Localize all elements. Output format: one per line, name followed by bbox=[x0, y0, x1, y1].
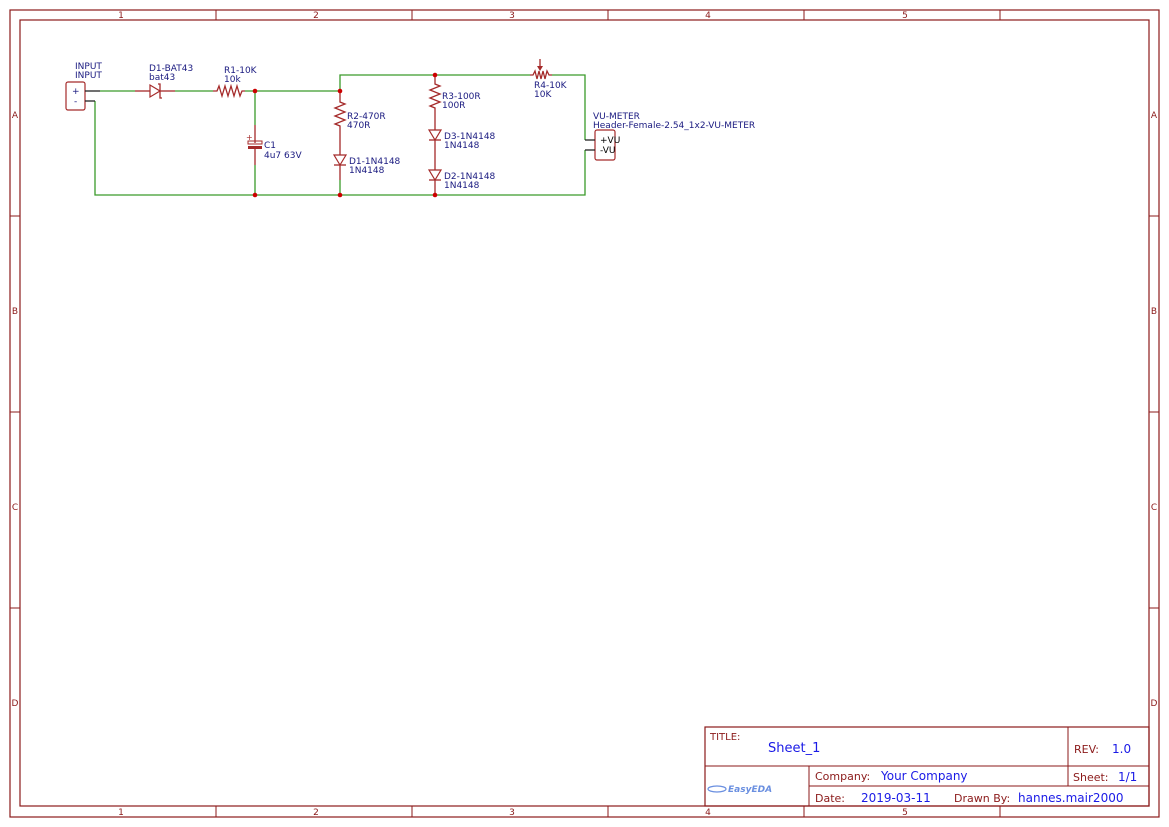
pin-minus: - bbox=[74, 97, 77, 107]
r4-value: 10K bbox=[534, 90, 552, 100]
column-label: 1 bbox=[118, 11, 124, 21]
drawn-by-value: hannes.mair2000 bbox=[1018, 791, 1123, 805]
vu-value: Header-Female-2.54_1x2-VU-METER bbox=[593, 121, 755, 131]
row-label: A bbox=[1151, 111, 1158, 121]
potentiometer-r4[interactable]: R4-10K 10K bbox=[530, 59, 568, 100]
resistor-r3[interactable]: R3-100R 100R bbox=[428, 75, 481, 130]
r1-value: 10k bbox=[224, 75, 241, 85]
diode-d2[interactable]: D2-1N4148 1N4148 bbox=[427, 169, 496, 195]
d2-value: 1N4148 bbox=[444, 181, 480, 191]
r3-name: R3-100R bbox=[442, 92, 481, 102]
title-block: TITLE: Sheet_1 REV: 1.0 Company: Your Co… bbox=[704, 726, 1150, 807]
pin-plus-vu: +VU bbox=[600, 136, 620, 146]
diode-d3[interactable]: D3-1N4148 1N4148 bbox=[427, 129, 496, 170]
rev-label: REV: bbox=[1074, 743, 1099, 756]
column-label: 2 bbox=[313, 808, 319, 818]
r4-name: R4-10K bbox=[534, 81, 568, 91]
d1-bat43-value: bat43 bbox=[149, 73, 175, 83]
column-label: 5 bbox=[902, 11, 908, 21]
r1-name: R1-10K bbox=[224, 66, 258, 76]
company-value: Your Company bbox=[880, 769, 968, 783]
c1-polarity: + bbox=[246, 133, 253, 142]
r2-value: 470R bbox=[347, 121, 370, 131]
d1-1n4148-name: D1-1N4148 bbox=[349, 157, 401, 167]
rev-value: 1.0 bbox=[1112, 742, 1131, 756]
diode-d1-bat43[interactable]: D1-BAT43 bat43 bbox=[135, 64, 193, 99]
date-value: 2019-03-11 bbox=[861, 791, 931, 805]
resistor-r2[interactable]: R2-470R 470R bbox=[333, 91, 386, 155]
pin-plus: + bbox=[72, 87, 80, 97]
drawn-by-label: Drawn By: bbox=[954, 792, 1010, 805]
column-label: 4 bbox=[705, 11, 711, 21]
row-label: C bbox=[1151, 503, 1157, 513]
column-label: 5 bbox=[902, 808, 908, 818]
title-value: Sheet_1 bbox=[768, 741, 820, 756]
row-label: C bbox=[12, 503, 18, 513]
vu-meter-connector[interactable]: +VU -VU VU-METER Header-Female-2.54_1x2-… bbox=[585, 112, 755, 161]
column-label: 1 bbox=[118, 808, 124, 818]
resistor-r1[interactable]: R1-10K 10k bbox=[213, 66, 258, 99]
input-name: INPUT bbox=[75, 62, 102, 72]
easyeda-logo-text: EasyEDA bbox=[728, 785, 772, 795]
date-label: Date: bbox=[815, 792, 845, 805]
c1-name: C1 bbox=[264, 141, 276, 151]
d2-name: D2-1N4148 bbox=[444, 172, 496, 182]
pin-minus-vu: -VU bbox=[600, 146, 615, 156]
r3-value: 100R bbox=[442, 101, 465, 111]
column-label: 4 bbox=[705, 808, 711, 818]
title-label: TITLE: bbox=[709, 732, 740, 743]
row-label: D bbox=[12, 699, 19, 709]
vu-name: VU-METER bbox=[593, 112, 640, 122]
d1-bat43-name: D1-BAT43 bbox=[149, 64, 193, 74]
row-label: D bbox=[1151, 699, 1158, 709]
d3-name: D3-1N4148 bbox=[444, 132, 496, 142]
row-label: B bbox=[1151, 307, 1157, 317]
column-label: 2 bbox=[313, 11, 319, 21]
input-value: INPUT bbox=[75, 71, 102, 81]
sheet-value: 1/1 bbox=[1118, 770, 1137, 784]
sheet-label: Sheet: bbox=[1073, 771, 1109, 784]
easyeda-logo: EasyEDA bbox=[707, 785, 772, 795]
column-label: 3 bbox=[509, 11, 515, 21]
c1-value: 4u7 63V bbox=[264, 151, 302, 161]
sheet-frame: 1 2 3 4 5 1 2 3 4 5 A B C D A B C D bbox=[9, 9, 1160, 818]
capacitor-c1[interactable]: + C1 4u7 63V bbox=[246, 125, 302, 165]
row-label: B bbox=[12, 307, 18, 317]
d1-1n4148-value: 1N4148 bbox=[349, 166, 385, 176]
d3-value: 1N4148 bbox=[444, 141, 480, 151]
column-label: 3 bbox=[509, 808, 515, 818]
diode-d1-1n4148[interactable]: D1-1N4148 1N4148 bbox=[332, 154, 401, 180]
input-connector[interactable]: + - INPUT INPUT bbox=[65, 62, 102, 111]
company-label: Company: bbox=[815, 770, 870, 783]
row-label: A bbox=[12, 111, 19, 121]
r2-name: R2-470R bbox=[347, 112, 386, 122]
junctions bbox=[252, 72, 438, 198]
